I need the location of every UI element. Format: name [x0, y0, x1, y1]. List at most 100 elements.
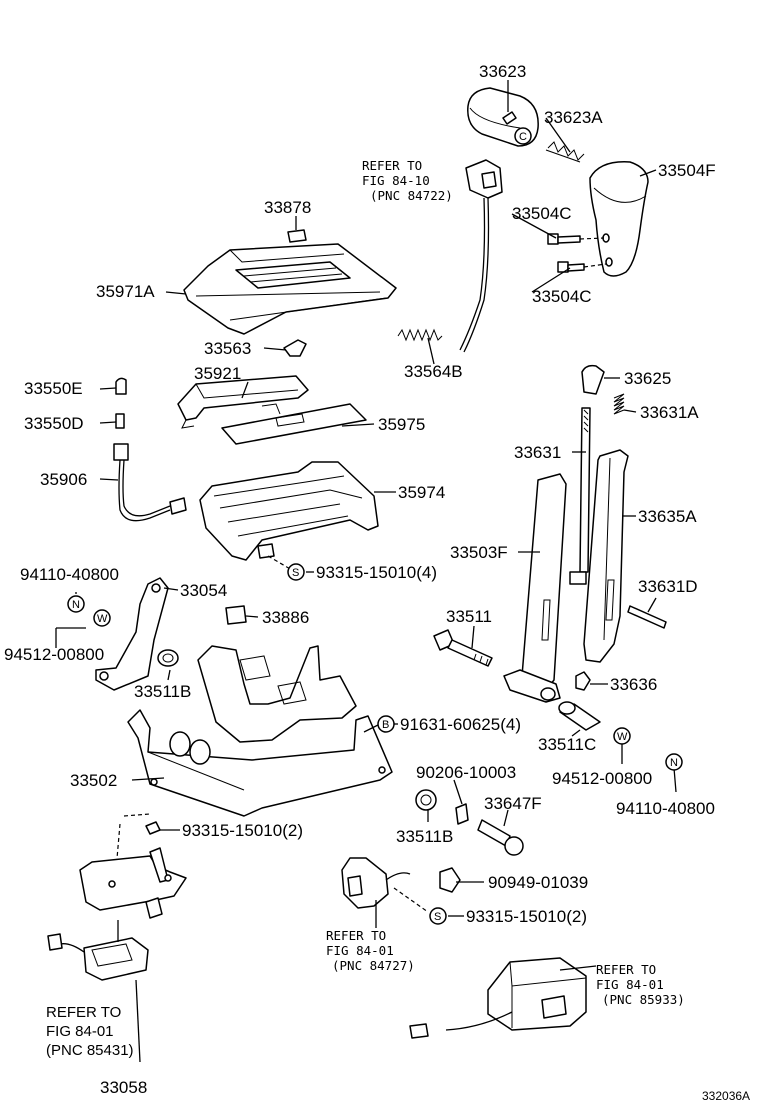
control-unit-85933 [409, 957, 587, 1039]
spring-33564B [397, 328, 443, 342]
spring-33623A [545, 141, 585, 163]
label-35906: 35906 [40, 470, 87, 489]
lever-cap-33625 [581, 364, 605, 395]
symbol-w: W [617, 731, 628, 743]
bolt-33511 [433, 629, 493, 667]
label-33511B-left: 33511B [134, 682, 191, 701]
label-94512-00800-right: 94512-00800 [552, 769, 652, 788]
label-90949-01039: 90949-01039 [488, 873, 588, 892]
refer-block-85933: REFER TO FIG 84-01 (PNC 85933) [596, 962, 685, 1007]
label-94110-40800-right: 94110-40800 [616, 799, 715, 818]
label-33635A: 33635A [638, 507, 697, 526]
label-33625: 33625 [624, 369, 671, 388]
refer-block-84722: REFER TO FIG 84-10 (PNC 84722) [362, 158, 453, 203]
symbol-w: W [97, 613, 108, 625]
label-35975: 35975 [378, 415, 425, 434]
refer-line-3: (PNC 85933) [602, 992, 685, 1007]
clip-33563 [283, 339, 307, 357]
refer-line-1: REFER TO [596, 962, 656, 977]
refer-line-3: (PNC 84727) [332, 958, 415, 973]
clip-90949 [439, 867, 461, 893]
label-93315-15010-2-upper: 93315-15010(2) [182, 821, 303, 840]
washer-90206 [455, 803, 469, 825]
refer-line-1: REFER TO [46, 1004, 121, 1021]
label-33058: 33058 [100, 1078, 147, 1097]
label-93315-15010-4: 93315-15010(4) [316, 563, 437, 582]
collar-33511C [558, 701, 601, 731]
lock-solenoid-bracket [79, 823, 187, 919]
bracket-33054 [95, 577, 169, 691]
label-33623A: 33623A [544, 108, 603, 127]
socket-wire-35906 [113, 443, 187, 522]
indicator-plate-33878 [287, 229, 307, 243]
indicator-cover-35974 [199, 461, 379, 571]
refer-line-2: FIG 84-01 [596, 977, 664, 992]
label-35971A: 35971A [96, 282, 155, 301]
label-94110-40800-left: 94110-40800 [20, 565, 119, 584]
refer-block-85431: REFER TO FIG 84-01 (PNC 85431) [46, 1004, 134, 1059]
pin-33631D [627, 605, 667, 629]
slide-plate-35921 [177, 375, 309, 429]
symbol-s: S [292, 567, 299, 579]
spring-33631A [613, 393, 625, 415]
label-90206-10003: 90206-10003 [416, 763, 516, 782]
screw-33504C-top [547, 233, 605, 245]
refer-line-2: FIG 84-10 [362, 173, 430, 188]
shift-rod-33631 [569, 407, 591, 585]
lever-plate-33503F [521, 473, 567, 691]
refer-line-1: REFER TO [362, 158, 422, 173]
indicator-housing-35971A [183, 243, 397, 335]
label-91631-60625-4: 91631-60625(4) [400, 715, 521, 734]
label-33504C-bottom: 33504C [532, 287, 592, 306]
label-33511B-right: 33511B [396, 827, 453, 846]
refer-line-2: FIG 84-01 [326, 943, 394, 958]
refer-line-3: (PNC 84722) [370, 188, 453, 203]
pin-33647F [477, 819, 524, 856]
label-35974: 35974 [398, 483, 445, 502]
label-33511C: 33511C [538, 735, 596, 754]
lever-pivot-arm [503, 669, 561, 703]
slide-plate-35975 [221, 403, 367, 445]
label-33631: 33631 [514, 443, 561, 462]
overdrive-switch-cable [459, 159, 503, 353]
shift-base-33502 [127, 645, 393, 817]
symbol-n: N [670, 757, 678, 769]
label-33511: 33511 [446, 607, 492, 626]
label-33054: 33054 [180, 581, 227, 600]
label-33564B: 33564B [404, 362, 463, 381]
clip-33636 [575, 671, 591, 691]
label-33886: 33886 [262, 608, 309, 627]
shift-knob-33504F [589, 161, 649, 277]
symbol-b: B [382, 719, 389, 731]
bulb-33550E [115, 377, 127, 395]
bushing-33511B-right [415, 789, 437, 811]
label-33504F: 33504F [658, 161, 716, 180]
label-33563: 33563 [204, 339, 251, 358]
leader-lines [55, 80, 677, 1063]
label-33636: 33636 [610, 675, 657, 694]
solenoid-84727 [341, 857, 429, 913]
lever-bracket-33635A [583, 449, 629, 663]
label-33504C-top: 33504C [512, 204, 572, 223]
symbol-n: N [72, 599, 80, 611]
refer-line-2: FIG 84-01 [46, 1023, 114, 1040]
symbol-s: S [434, 911, 441, 923]
label-33550D: 33550D [24, 414, 84, 433]
label-33623: 33623 [479, 62, 526, 81]
label-33647F: 33647F [484, 794, 542, 813]
label-35921: 35921 [194, 364, 241, 383]
screw-93315-lower-mid [123, 813, 161, 835]
label-33503F: 33503F [450, 543, 508, 562]
bushing-33511B-left [157, 649, 179, 667]
refer-line-1: REFER TO [326, 928, 386, 943]
diagram-id: 332036A [702, 1089, 750, 1103]
part-labels: 33623 33623A 33504F 33504C 33504C 33878 … [4, 62, 716, 1097]
label-33502: 33502 [70, 771, 117, 790]
label-33878: 33878 [264, 198, 311, 217]
label-33631D: 33631D [638, 577, 698, 596]
refer-block-84727: REFER TO FIG 84-01 (PNC 84727) [326, 928, 415, 973]
shift-knob-cap-33623: C [467, 87, 539, 147]
symbol-markers: S N W B W N S [67, 563, 683, 925]
label-33631A: 33631A [640, 403, 699, 422]
